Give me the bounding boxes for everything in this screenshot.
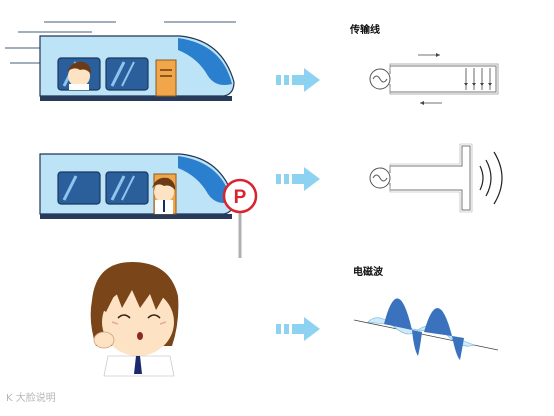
arrow-right-2 — [276, 167, 320, 191]
antenna-radiation-diagram — [369, 143, 503, 213]
parking-sign-letter: P — [234, 187, 247, 208]
arrow-right-1 — [276, 68, 320, 92]
train-door — [155, 59, 177, 97]
passenger-head — [67, 61, 92, 90]
parking-sign: P — [222, 178, 258, 258]
watermark-text: 大脸说明 — [15, 393, 56, 404]
arrow-right-3 — [276, 317, 320, 341]
train-moving — [39, 35, 235, 101]
watermark: K 大脸说明 — [6, 393, 56, 405]
train-stopped — [39, 153, 235, 219]
transmission-line-label: 传输线 — [350, 25, 380, 36]
cartoon-boy — [90, 262, 179, 377]
watermark-logo: K — [6, 393, 13, 404]
passenger-at-door — [152, 177, 176, 214]
speed-lines — [5, 21, 236, 64]
em-wave-diagram — [353, 298, 499, 360]
electromagnetic-wave-label: 电磁波 — [353, 267, 383, 278]
transmission-line-diagram — [369, 53, 499, 105]
